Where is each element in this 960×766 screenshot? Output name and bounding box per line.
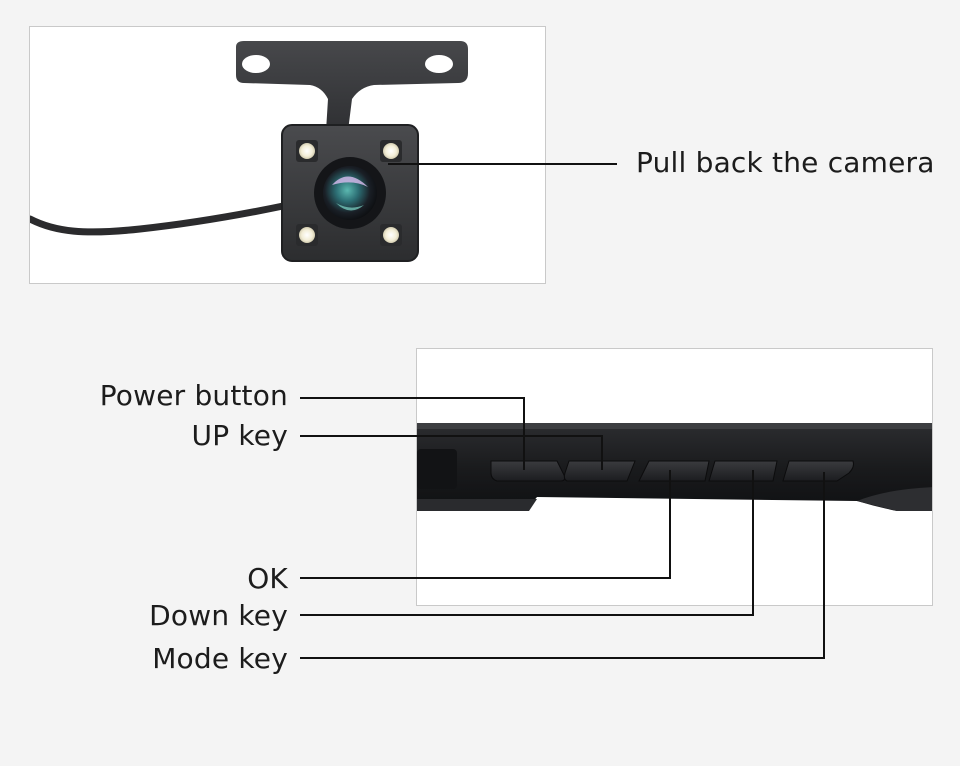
mounting-bracket bbox=[236, 41, 468, 131]
ok-key-label: OK bbox=[247, 562, 288, 595]
bracket-hole-right bbox=[425, 55, 453, 73]
ok-key-shape bbox=[638, 460, 710, 482]
up-key-shape bbox=[563, 460, 636, 482]
camera-leds bbox=[296, 140, 402, 246]
bracket-hole-left bbox=[242, 55, 270, 73]
device-buttons bbox=[490, 460, 854, 482]
device-photo bbox=[416, 348, 933, 606]
power-button-shape bbox=[490, 460, 566, 482]
mirror-dashcam-icon bbox=[417, 423, 932, 511]
down-key-label: Down key bbox=[149, 599, 288, 632]
rear-camera-icon bbox=[30, 41, 468, 262]
rear-camera-photo bbox=[29, 26, 546, 284]
power-button-label: Power button bbox=[99, 379, 288, 412]
down-key-shape bbox=[708, 460, 778, 482]
camera-lens-icon bbox=[323, 166, 377, 220]
up-key-label: UP key bbox=[191, 419, 288, 452]
mode-key-label: Mode key bbox=[152, 642, 288, 675]
camera-cable bbox=[30, 201, 292, 236]
camera-label: Pull back the camera bbox=[636, 146, 935, 179]
